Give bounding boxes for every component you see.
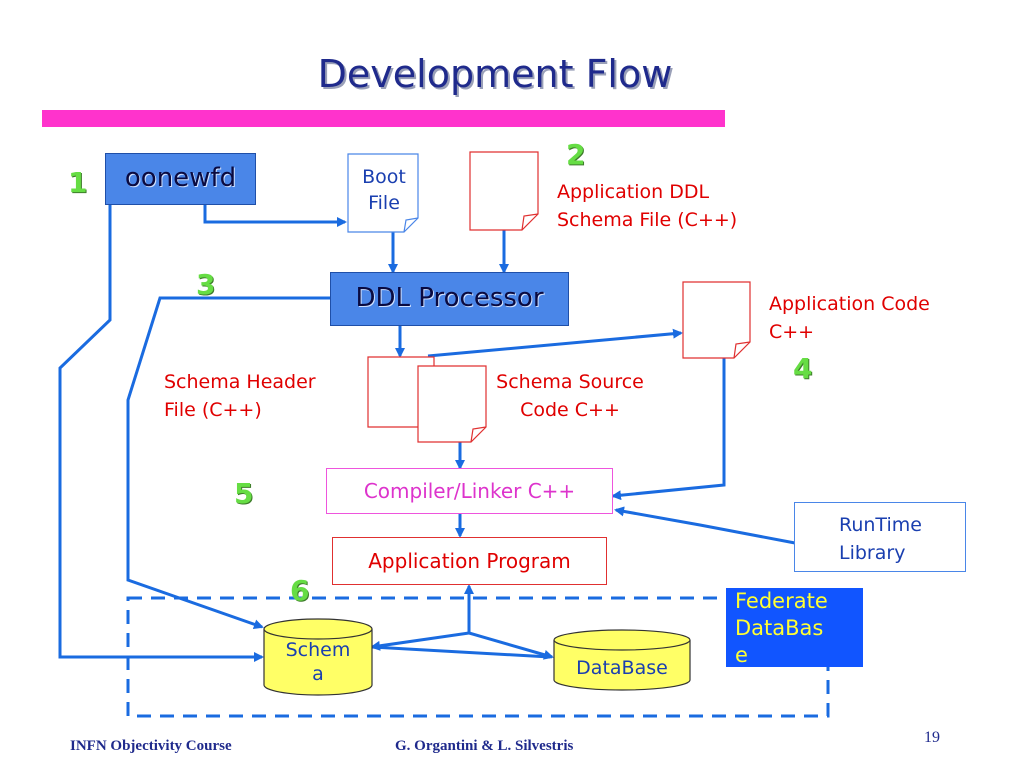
appddl-doc-shape: [469, 151, 539, 231]
database-cylinder-label: DataBase: [576, 657, 668, 679]
step-number-6: 6: [290, 574, 310, 607]
arrow-to-database: [468, 631, 554, 660]
compiler-linker-box: Compiler/Linker C++: [326, 468, 613, 514]
arrow-ddl-to-schema: [126, 296, 330, 630]
federate-database-label: Federate DataBas e: [726, 588, 863, 667]
arrow-oonewfd-to-bootfile: [203, 204, 347, 227]
bootfile-label: Boot File: [348, 164, 420, 216]
schemasource-label: Schema Source Code C++: [484, 368, 656, 424]
arrow-runtime-to-compiler: [614, 506, 796, 545]
schema-cylinder-shape: [263, 618, 373, 696]
appcode-doc-shape: [682, 281, 751, 359]
appddl-label-line1: Application DDL: [557, 181, 710, 203]
federate-label-line2: DataBas: [735, 616, 824, 640]
federate-label-line1: Federate: [735, 589, 828, 613]
appcode-label: Application Code C++: [769, 290, 930, 346]
schema-cylinder-label: Schem a: [264, 638, 372, 686]
arrow-oonewfd-to-schema: [58, 204, 264, 662]
runtime-label-line1: RunTime: [839, 514, 922, 536]
connector-schema-db: [371, 645, 551, 659]
step-number-5: 5: [234, 477, 254, 510]
arrow-schemaheader-to-appcode: [427, 328, 683, 358]
bootfile-label-line1: Boot: [362, 166, 406, 188]
federate-label-line3: e: [735, 643, 748, 667]
schemasource-label-line1: Schema Source: [496, 371, 644, 393]
step-number-3: 3: [196, 268, 216, 301]
schema-label-line1: Schem: [285, 639, 351, 661]
schema-label-line2: a: [312, 663, 324, 685]
slide-title: Development Flow: [317, 52, 673, 96]
application-program-box: Application Program: [332, 537, 607, 585]
oonewfd-box: oonewfd: [105, 153, 256, 205]
database-cylinder-shape: [553, 629, 691, 691]
appddl-label: Application DDL Schema File (C++): [557, 178, 737, 234]
step-number-4: 4: [793, 352, 813, 385]
ddl-processor-box: DDL Processor: [330, 272, 569, 326]
schemasource-doc-shape: [417, 365, 487, 443]
schemaheader-label-line1: Schema Header: [164, 371, 316, 393]
page-number: 19: [924, 729, 940, 746]
step-number-2: 2: [566, 138, 586, 171]
appddl-label-line2: Schema File (C++): [557, 209, 738, 231]
step-number-1: 1: [68, 166, 88, 199]
arrow-appcode-to-compiler: [611, 358, 726, 501]
bootfile-doc-shape: [347, 153, 419, 233]
schemaheader-label-line2: File (C++): [164, 399, 262, 421]
title-underline-bar: [42, 110, 725, 127]
arrow-to-schema: [370, 631, 470, 651]
runtime-library-box: RunTime Library: [794, 502, 966, 572]
schemasource-label-line2: Code C++: [520, 399, 620, 421]
appcode-label-line2: C++: [769, 321, 815, 343]
schemaheader-label: Schema Header File (C++): [164, 368, 316, 424]
footer-authors: G. Organtini & L. Silvestris: [395, 738, 574, 754]
runtime-label-line2: Library: [839, 542, 906, 564]
footer-course: INFN Objectivity Course: [70, 738, 232, 754]
bootfile-label-line2: File: [368, 192, 400, 214]
appcode-label-line1: Application Code: [769, 293, 930, 315]
